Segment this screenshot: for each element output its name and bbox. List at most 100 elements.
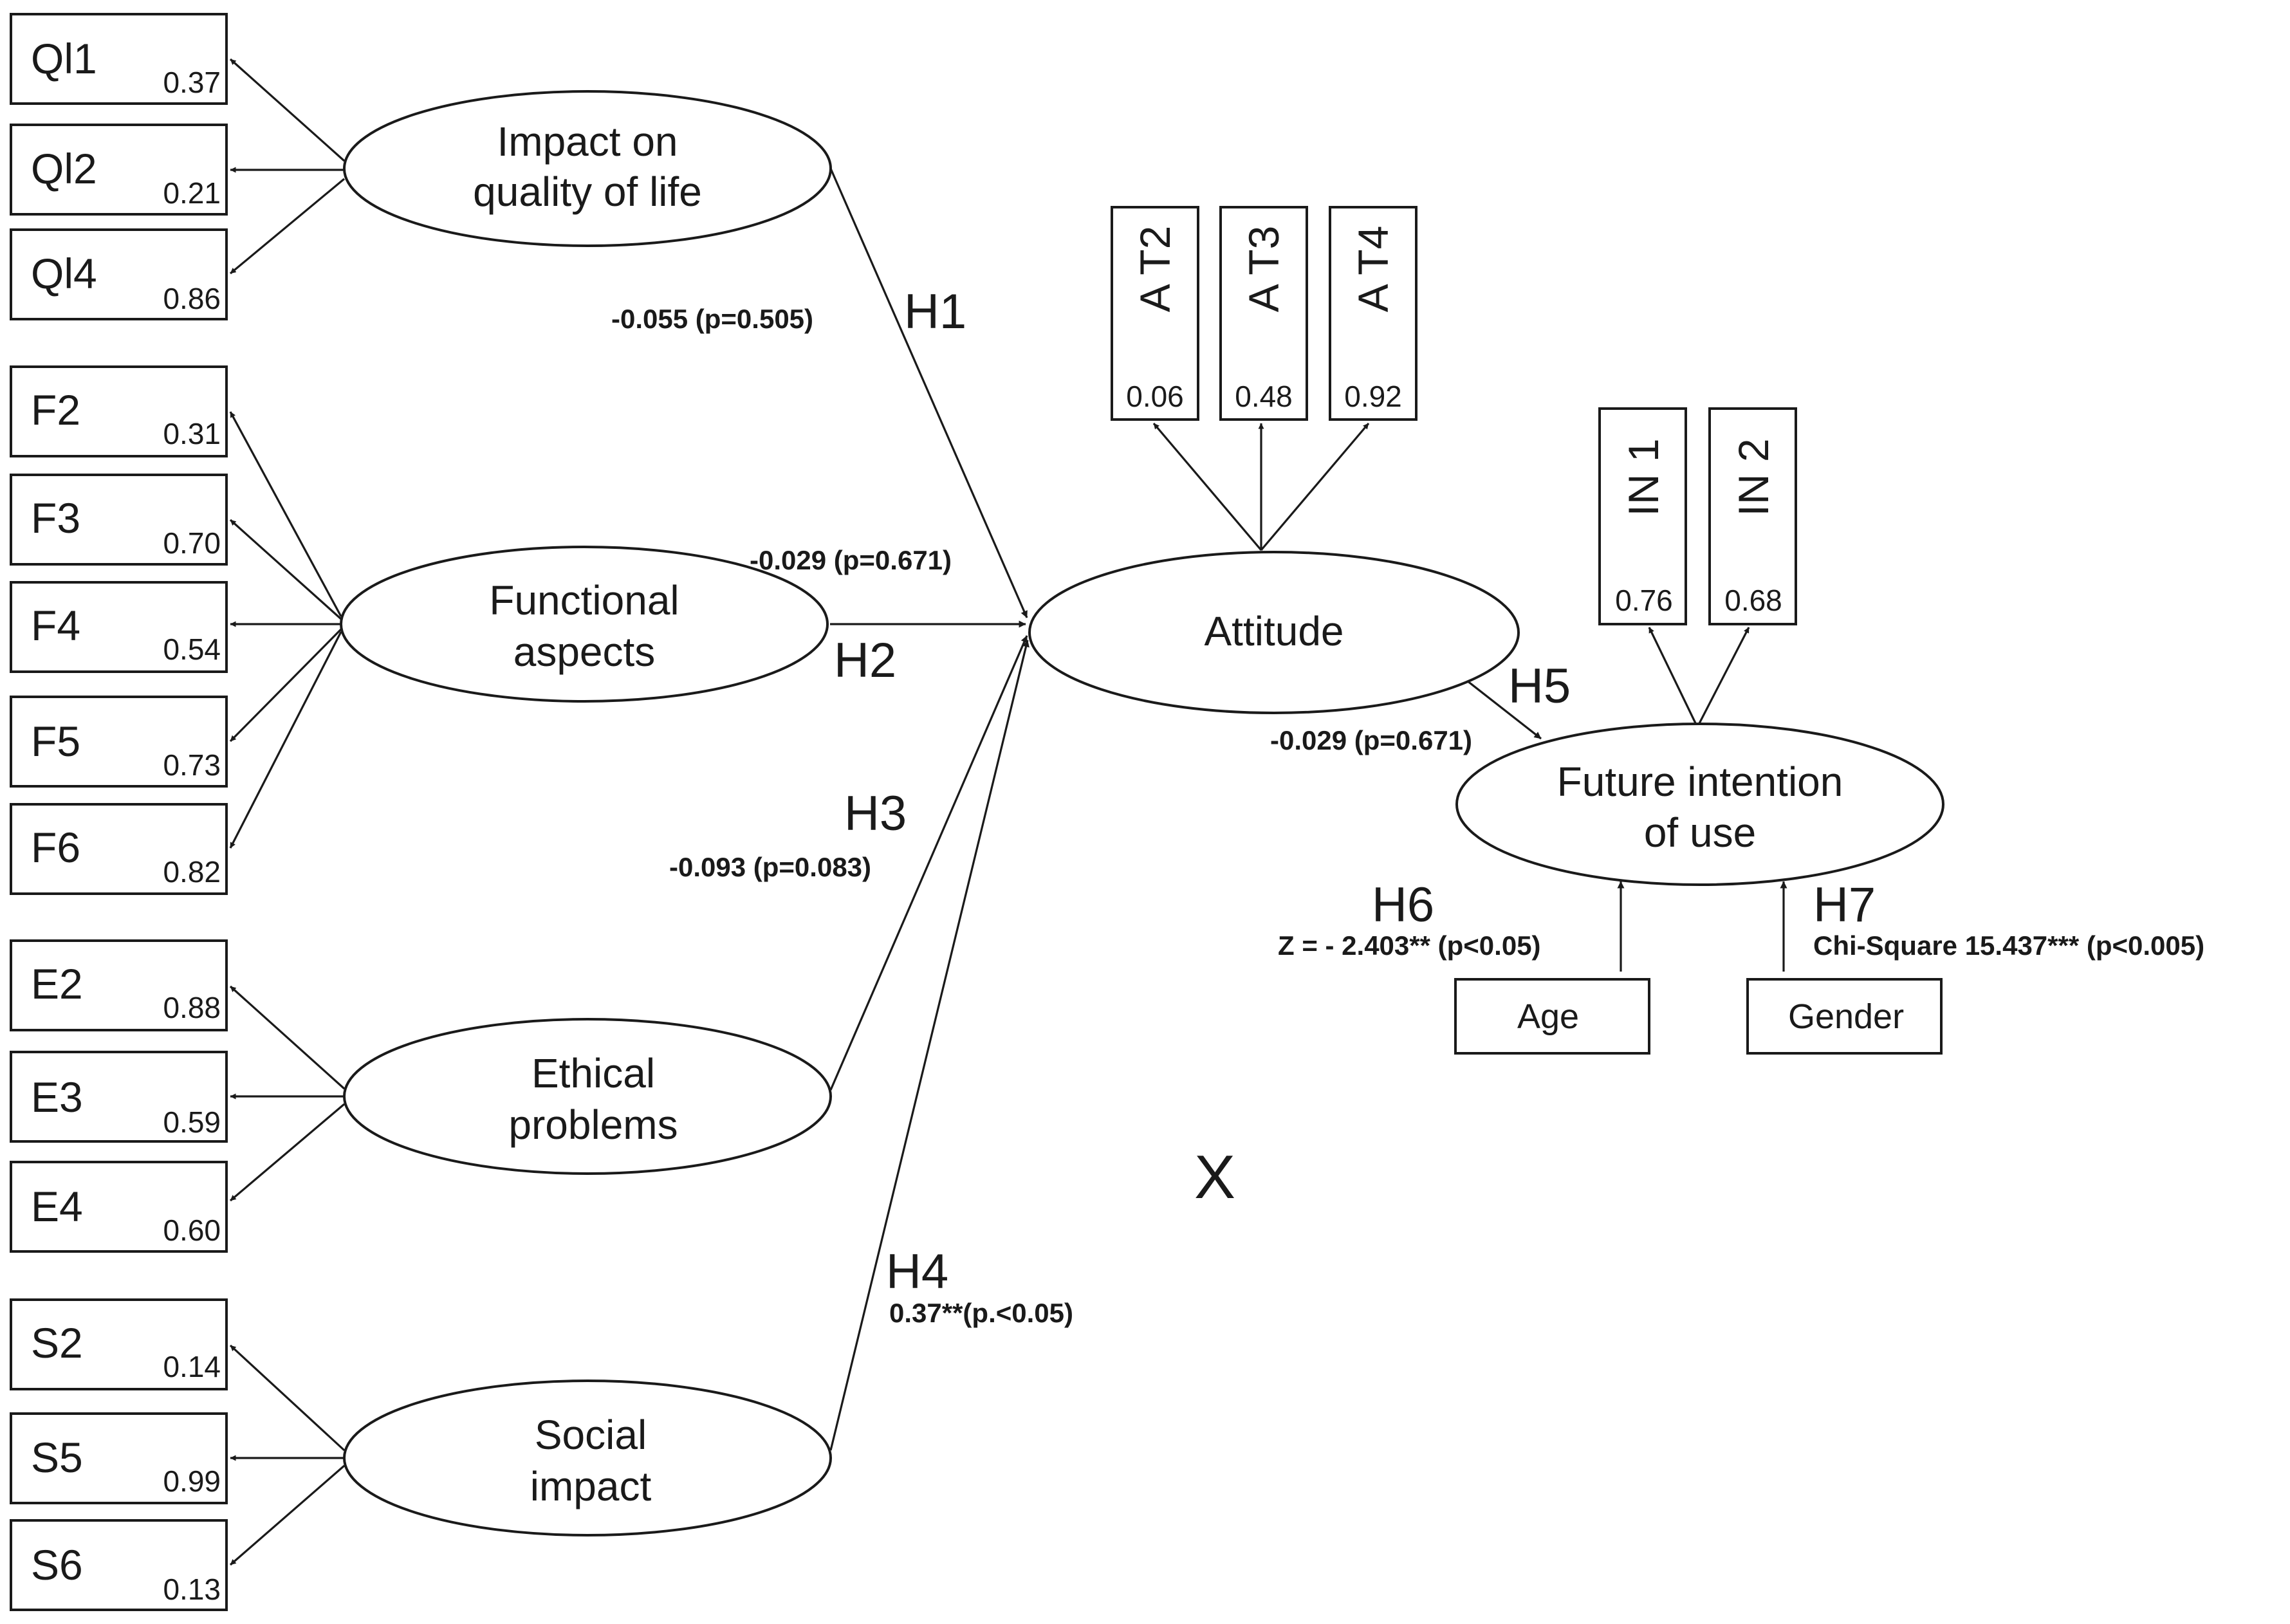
covariate-age: Age <box>1454 978 1650 1055</box>
indicator-loading: 0.48 <box>1235 380 1293 413</box>
construct-label: Attitude <box>1204 608 1344 654</box>
construct-label: problems <box>508 1102 678 1148</box>
indicator-code: Ql2 <box>31 145 97 192</box>
x-marker: X <box>1194 1143 1235 1212</box>
indicator-loading: 0.76 <box>1615 584 1673 617</box>
edge-functional-f3 <box>229 519 342 620</box>
construct-social-impact: Social impact <box>343 1379 832 1536</box>
indicator-code: A T4 <box>1349 226 1397 313</box>
edge-intention-in2 <box>1696 627 1750 728</box>
h4-estimate: 0.37**(p.<0.05) <box>889 1298 1073 1328</box>
indicator-loading: 0.88 <box>163 991 221 1024</box>
indicator-s5: S5 0.99 <box>10 1412 228 1504</box>
indicator-code: Ql4 <box>31 250 97 297</box>
indicator-at2: A T2 0.06 <box>1111 206 1199 421</box>
h3-estimate: -0.093 (p=0.083) <box>669 852 871 882</box>
indicator-code: S2 <box>31 1319 83 1367</box>
indicator-f4: F4 0.54 <box>10 581 228 673</box>
indicator-ql2: Ql2 0.21 <box>10 124 228 216</box>
indicator-code: F5 <box>31 717 80 765</box>
indicator-f5: F5 0.73 <box>10 696 228 788</box>
edge-ethical-e2 <box>229 985 346 1090</box>
edge-h3 <box>829 635 1028 1091</box>
indicator-loading: 0.70 <box>163 526 221 560</box>
indicator-s6: S6 0.13 <box>10 1519 228 1611</box>
construct-attitude: Attitude <box>1028 551 1520 714</box>
edge-functional-f5 <box>229 628 342 743</box>
indicator-code: E2 <box>31 960 83 1008</box>
construct-label: Ethical <box>531 1050 655 1096</box>
indicator-loading: 0.99 <box>163 1464 221 1498</box>
h6-estimate: Z = - 2.403** (p<0.05) <box>1278 930 1541 961</box>
h7-label: H7 <box>1813 878 1876 932</box>
indicator-loading: 0.59 <box>163 1105 221 1139</box>
construct-functional-aspects: Functional aspects <box>340 546 829 703</box>
edge-intention-in1 <box>1648 627 1699 728</box>
indicator-code: Ql1 <box>31 35 97 82</box>
construct-label: impact <box>530 1463 652 1509</box>
h2-estimate: -0.029 (p=0.671) <box>750 545 952 575</box>
indicator-code: F6 <box>31 824 80 871</box>
indicator-code: E3 <box>31 1073 83 1121</box>
indicator-loading: 0.82 <box>163 855 221 889</box>
indicator-code: F4 <box>31 602 80 649</box>
h1-estimate: -0.055 (p=0.505) <box>611 304 813 334</box>
indicator-loading: 0.06 <box>1126 380 1184 413</box>
construct-quality-of-life: Impact on quality of life <box>343 90 832 247</box>
edge-h5 <box>1466 679 1542 740</box>
indicator-code: A T2 <box>1131 226 1179 313</box>
indicator-code: IN 2 <box>1730 438 1777 516</box>
edge-attitude-at4 <box>1260 422 1370 551</box>
indicator-code: F2 <box>31 386 80 434</box>
indicator-loading: 0.31 <box>163 417 221 450</box>
indicator-in1: IN 1 0.76 <box>1598 407 1687 625</box>
h6-label: H6 <box>1372 878 1434 932</box>
construct-label: of use <box>1644 809 1756 856</box>
indicator-loading: 0.86 <box>163 282 221 315</box>
edge-social-s6 <box>229 1464 346 1566</box>
construct-label: Future intention <box>1557 759 1843 805</box>
indicator-f2: F2 0.31 <box>10 365 228 457</box>
edge-ethical-e4 <box>229 1103 346 1202</box>
h7-estimate: Chi-Square 15.437*** (p<0.005) <box>1813 930 2204 961</box>
edge-functional-f2 <box>229 411 342 617</box>
construct-future-intention: Future intention of use <box>1455 723 1944 886</box>
indicator-ql4: Ql4 0.86 <box>10 228 228 320</box>
indicator-code: A T3 <box>1240 226 1288 313</box>
h5-label: H5 <box>1508 659 1571 714</box>
edge-h1 <box>829 168 1028 618</box>
covariate-label: Gender <box>1788 997 1904 1036</box>
indicator-e3: E3 0.59 <box>10 1051 228 1143</box>
covariate-label: Age <box>1517 997 1579 1036</box>
indicator-e4: E4 0.60 <box>10 1161 228 1253</box>
construct-label: aspects <box>513 629 656 675</box>
edge-attitude-at2 <box>1152 422 1262 551</box>
covariate-gender: Gender <box>1746 978 1943 1055</box>
indicator-code: IN 1 <box>1620 438 1667 516</box>
edge-social-s2 <box>229 1344 346 1452</box>
h3-label: H3 <box>844 786 907 841</box>
indicator-loading: 0.54 <box>163 632 221 666</box>
indicator-ql1: Ql1 0.37 <box>10 13 228 105</box>
construct-label: quality of life <box>473 169 702 215</box>
construct-ethical-problems: Ethical problems <box>343 1018 832 1175</box>
edge-functional-f6 <box>229 631 342 849</box>
indicator-at4: A T4 0.92 <box>1329 206 1417 421</box>
h2-label: H2 <box>834 633 896 688</box>
indicator-loading: 0.37 <box>163 66 221 99</box>
indicator-e2: E2 0.88 <box>10 939 228 1031</box>
construct-label: Functional <box>489 577 679 623</box>
indicator-loading: 0.73 <box>163 748 221 782</box>
edges <box>229 58 1787 1566</box>
indicator-s2: S2 0.14 <box>10 1298 228 1390</box>
indicator-loading: 0.92 <box>1344 380 1402 413</box>
indicator-at3: A T3 0.48 <box>1219 206 1308 421</box>
h1-label: H1 <box>904 284 966 339</box>
indicator-loading: 0.14 <box>163 1350 221 1383</box>
indicator-loading: 0.60 <box>163 1213 221 1247</box>
construct-label: Impact on <box>497 118 678 165</box>
h4-label: H4 <box>886 1244 948 1299</box>
indicator-code: E4 <box>31 1183 83 1230</box>
indicator-loading: 0.21 <box>163 176 221 210</box>
